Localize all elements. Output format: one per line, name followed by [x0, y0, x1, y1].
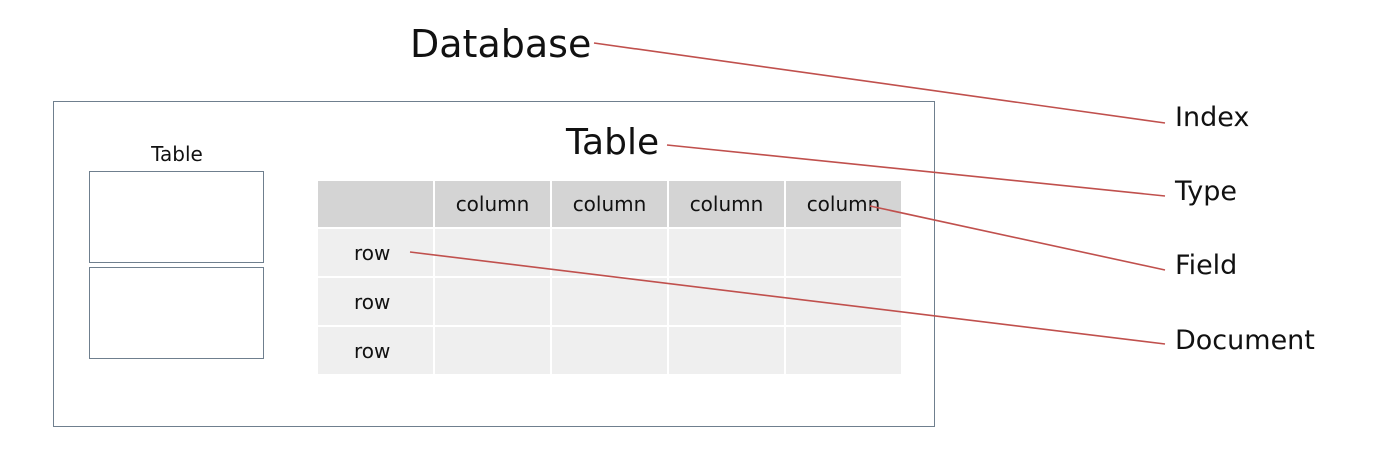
- column-header: column: [786, 181, 903, 229]
- table-cell: [552, 229, 669, 278]
- table-corner-cell: [318, 181, 435, 229]
- table-cell: [552, 278, 669, 327]
- table-cell: [435, 278, 552, 327]
- table-cell: [669, 327, 786, 376]
- row-label: row: [318, 327, 435, 376]
- database-label: Database: [410, 22, 592, 66]
- mapping-label-field: Field: [1175, 250, 1238, 281]
- table-cell: [435, 229, 552, 278]
- mapping-label-type: Type: [1175, 176, 1238, 207]
- row-label: row: [318, 229, 435, 278]
- column-header: column: [435, 181, 552, 229]
- table-grid: column column column column row row row: [318, 181, 904, 379]
- column-header: column: [669, 181, 786, 229]
- mapping-label-index: Index: [1175, 102, 1250, 133]
- inner-table-box-2: [89, 267, 264, 359]
- column-header: column: [552, 181, 669, 229]
- main-table-title: Table: [566, 122, 660, 163]
- table-cell: [786, 229, 903, 278]
- inner-table-box-1: [89, 171, 264, 263]
- table-cell: [435, 327, 552, 376]
- table-cell: [786, 278, 903, 327]
- row-label: row: [318, 278, 435, 327]
- table-cell: [552, 327, 669, 376]
- inner-table-caption: Table: [151, 142, 203, 166]
- table-cell: [786, 327, 903, 376]
- table-cell: [669, 278, 786, 327]
- mapping-label-document: Document: [1175, 325, 1315, 356]
- table-cell: [669, 229, 786, 278]
